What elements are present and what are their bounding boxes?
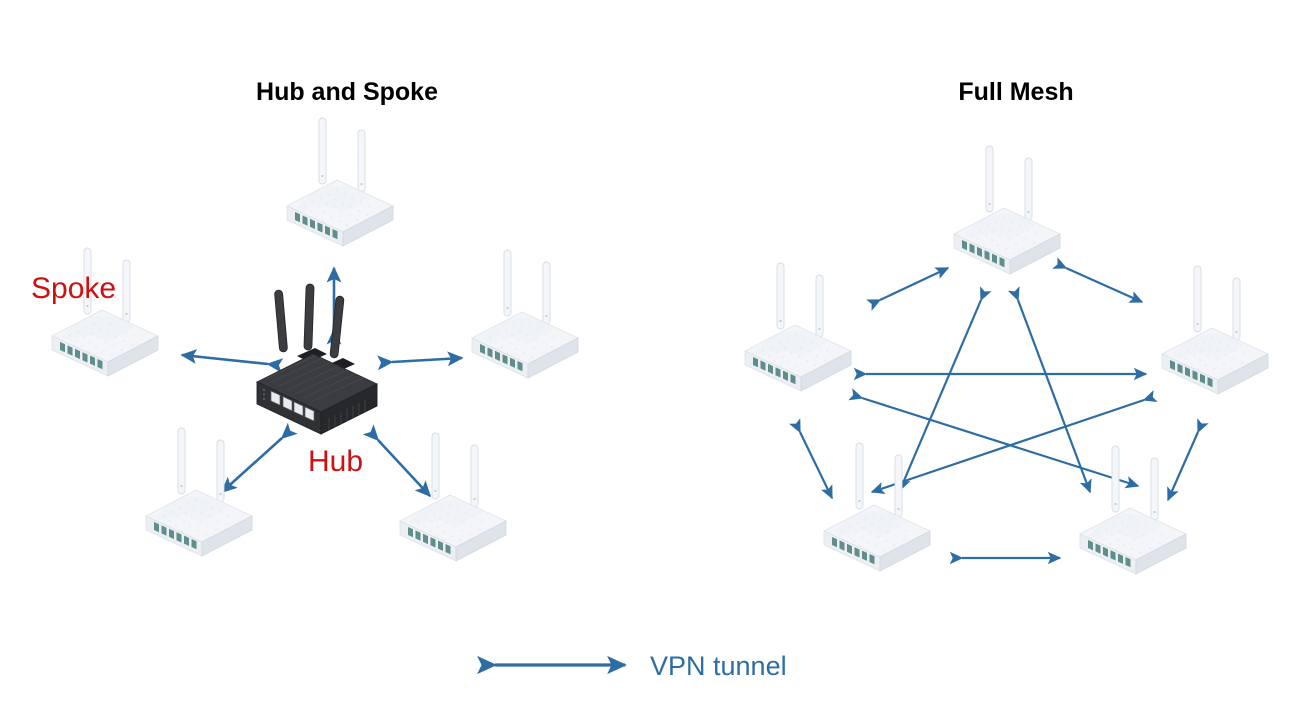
hub-and-spoke-title: Hub and Spoke bbox=[256, 78, 438, 106]
spoke-label: Spoke bbox=[31, 272, 116, 305]
link-right-bottomright[interactable] bbox=[1166, 418, 1209, 502]
hub-router[interactable] bbox=[256, 283, 378, 435]
spoke-router-left[interactable] bbox=[51, 247, 159, 377]
vpn-tunnel-label: VPN tunnel bbox=[650, 651, 787, 681]
link-left-bottomleft[interactable] bbox=[788, 418, 833, 500]
link-hub-to-spoke-left[interactable] bbox=[180, 349, 284, 373]
link-top-left[interactable] bbox=[866, 267, 950, 311]
link-hub-to-spoke-bottom-right[interactable] bbox=[362, 424, 432, 498]
link-hub-to-spoke-bottom-left[interactable] bbox=[220, 422, 298, 494]
mesh-router-left[interactable] bbox=[744, 262, 852, 392]
full-mesh-links bbox=[788, 257, 1209, 565]
mesh-router-top[interactable] bbox=[953, 145, 1061, 275]
spoke-router-top[interactable] bbox=[286, 117, 394, 247]
mesh-router-bottom-right[interactable] bbox=[1079, 445, 1187, 575]
link-hub-to-spoke-right[interactable] bbox=[377, 351, 464, 371]
hub-label: Hub bbox=[308, 445, 363, 478]
spoke-router-bottom-right[interactable] bbox=[399, 432, 507, 562]
mesh-router-bottom-left[interactable] bbox=[823, 442, 931, 572]
full-mesh-title: Full Mesh bbox=[958, 78, 1073, 106]
link-top-right[interactable] bbox=[1052, 257, 1144, 304]
link-top-bottomright[interactable] bbox=[1007, 286, 1092, 494]
link-right-bottomleft[interactable] bbox=[870, 390, 1158, 495]
link-left-bottomright[interactable] bbox=[848, 388, 1140, 489]
legend: VPN tunnel bbox=[477, 651, 787, 681]
spoke-router-right[interactable] bbox=[471, 249, 579, 379]
mesh-router-right[interactable] bbox=[1161, 265, 1269, 395]
hub-and-spoke-links bbox=[180, 266, 464, 498]
link-top-bottomleft[interactable] bbox=[898, 286, 992, 492]
spoke-router-bottom-left[interactable] bbox=[145, 427, 253, 557]
